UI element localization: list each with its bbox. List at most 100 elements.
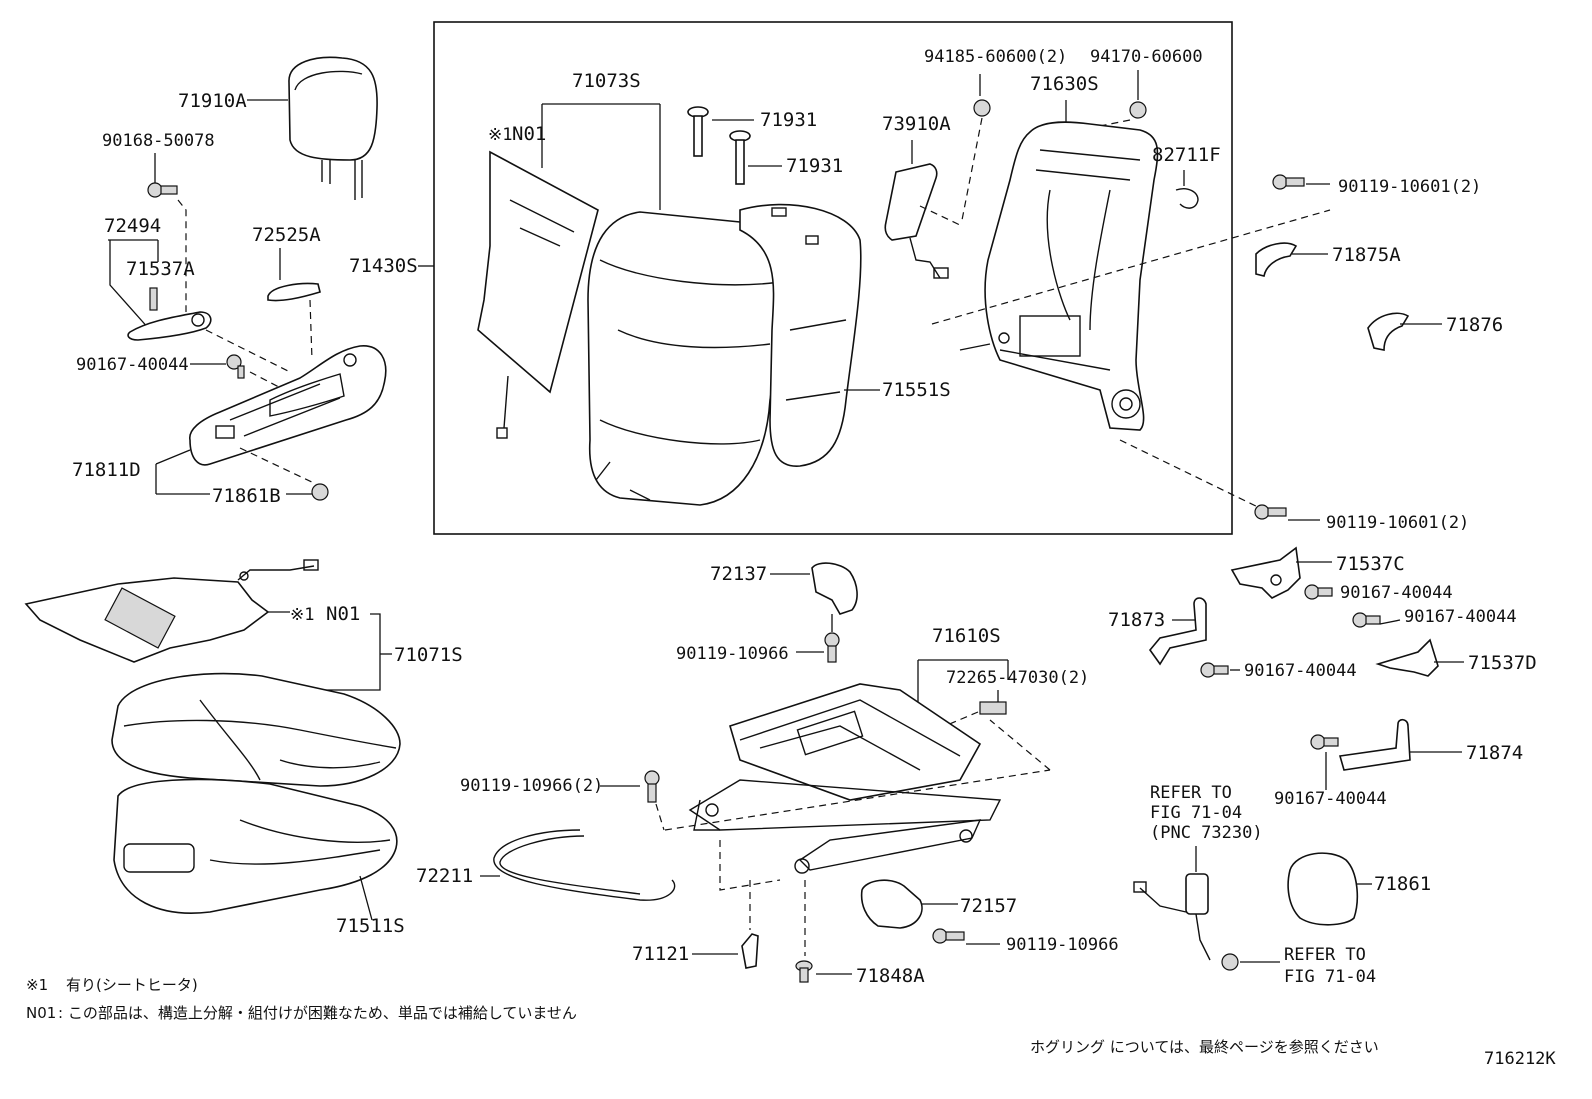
label-73910A: 73910A (882, 113, 951, 135)
label-90168-50078: 90168-50078 (102, 131, 215, 151)
headrest-support-71931-b (729, 130, 751, 185)
side-shield-71811D (189, 345, 387, 466)
clip-71121 (741, 933, 759, 969)
bolt-90119-10966-b (644, 770, 660, 803)
nut-94170 (1129, 101, 1147, 119)
label-72157: 72157 (960, 895, 1017, 917)
label-71551S: 71551S (882, 379, 951, 401)
label-71071S: 71071S (394, 644, 463, 666)
bolt-90119-10601-a (1272, 174, 1305, 190)
label-72265-47030: 72265-47030(2) (946, 668, 1089, 688)
label-90167-40044-c: 90167-40044 (1404, 607, 1517, 627)
label-94185-60600: 94185-60600(2) (924, 47, 1067, 67)
headrest-part (288, 56, 378, 200)
label-71875A: 71875A (1332, 244, 1401, 266)
label-72211: 72211 (416, 865, 473, 887)
footnote-mark-text: 有り(シートヒータ) (66, 976, 198, 994)
label-N01-top: N01 (512, 123, 546, 145)
label-71073S: 71073S (572, 70, 641, 92)
cover-71875A (1255, 242, 1298, 277)
label-71811D: 71811D (72, 459, 141, 481)
refer-bottom-line1: REFER TO (1284, 945, 1366, 965)
mark-top: ※1 (488, 125, 512, 145)
label-71876: 71876 (1446, 314, 1503, 336)
seatback-heater-pad (477, 150, 599, 439)
label-71931-b: 71931 (786, 155, 843, 177)
clip-71861B (311, 483, 329, 501)
clip-72265 (979, 701, 1007, 715)
cover-71861 (1287, 852, 1359, 926)
label-71630S: 71630S (1030, 73, 1099, 95)
seatback-frame-71630S (959, 121, 1159, 431)
side-airbag-73910A (884, 163, 949, 279)
refer-seatbelt-line1: REFER TO (1150, 783, 1232, 803)
label-72525A: 72525A (252, 224, 321, 246)
nut-94185 (973, 99, 991, 117)
label-71430S: 71430S (349, 255, 418, 277)
bracket-71537A (127, 311, 212, 341)
bolt-90167-40044-d (1200, 662, 1229, 678)
mark-bottom: ※1 (290, 605, 314, 625)
cushion-cover-71071S (111, 672, 401, 787)
wire-72211 (493, 829, 676, 901)
cover-71876 (1367, 312, 1410, 351)
label-90119-10601-a: 90119-10601(2) (1338, 177, 1481, 197)
label-82711F: 82711F (1152, 144, 1221, 166)
label-90119-10966-b: 90119-10966(2) (460, 776, 603, 796)
bolt-90119-10601-b (1254, 504, 1287, 520)
footnote-mark: ※1 (26, 976, 48, 994)
label-71537C: 71537C (1336, 553, 1405, 575)
refer-bottom-line2: FIG 71-04 (1284, 967, 1376, 987)
cover-72157 (860, 879, 923, 929)
label-71931-a: 71931 (760, 109, 817, 131)
bolt-90119-10966-c (932, 928, 965, 944)
footnote-hogring: ホグリング については、最終ページを参照ください (1030, 1038, 1379, 1056)
label-71511S: 71511S (336, 915, 405, 937)
seat-adjuster-71610S (688, 683, 1002, 874)
bolt-90167-40044-b (1304, 584, 1333, 600)
label-90167-40044-e: 90167-40044 (1274, 789, 1387, 809)
bolt-90167-40044-a (226, 354, 245, 379)
cover-72137 (811, 562, 858, 615)
label-71861: 71861 (1374, 873, 1431, 895)
figure-id: 716212K (1484, 1049, 1556, 1069)
bracket-71537D (1375, 638, 1439, 677)
label-71537D: 71537D (1468, 652, 1537, 674)
headrest-support-71931-a (687, 106, 709, 157)
refer-seatbelt-line3: (PNC 73230) (1150, 823, 1263, 843)
label-90119-10966-c: 90119-10966 (1006, 935, 1119, 955)
label-71861B: 71861B (212, 485, 281, 507)
label-90167-40044-d: 90167-40044 (1244, 661, 1357, 681)
label-71610S: 71610S (932, 625, 1001, 647)
clip-82711F (1175, 188, 1199, 209)
label-72494: 72494 (104, 215, 161, 237)
label-90119-10966-a: 90119-10966 (676, 644, 789, 664)
cover-72525A (267, 282, 321, 302)
seatback-assembly-box (433, 21, 1233, 535)
label-72137: 72137 (710, 563, 767, 585)
bolt-90168-50078 (147, 182, 178, 198)
label-90167-40044-b: 90167-40044 (1340, 583, 1453, 603)
label-N01-bottom: N01 (326, 603, 360, 625)
label-71874: 71874 (1466, 742, 1523, 764)
bracket-71874 (1338, 718, 1411, 771)
label-90167-40044-a: 90167-40044 (76, 355, 189, 375)
pin-72494 (149, 287, 158, 311)
clip-71848A (795, 960, 813, 983)
bracket-71873 (1148, 597, 1207, 666)
bolt-90167-40044-e (1310, 734, 1339, 750)
seatback-cover-71073S (587, 211, 788, 506)
seatback-pad-71551S (739, 203, 862, 467)
label-71121: 71121 (632, 943, 689, 965)
label-71537A: 71537A (126, 258, 195, 280)
label-71848A: 71848A (856, 965, 925, 987)
cushion-pad-71511S (113, 778, 398, 914)
footnote-n01-key: N01 (26, 1004, 56, 1022)
bolt-90167-40044-c (1352, 612, 1381, 628)
seatbelt-buckle (1133, 873, 1211, 961)
bolt-90119-10966-a (824, 632, 840, 663)
nut-refer (1221, 953, 1239, 971)
label-71910A: 71910A (178, 90, 247, 112)
footnote-n01-text: : この部品は、構造上分解・組付けが困難なため、単品では補給していません (58, 1004, 577, 1022)
